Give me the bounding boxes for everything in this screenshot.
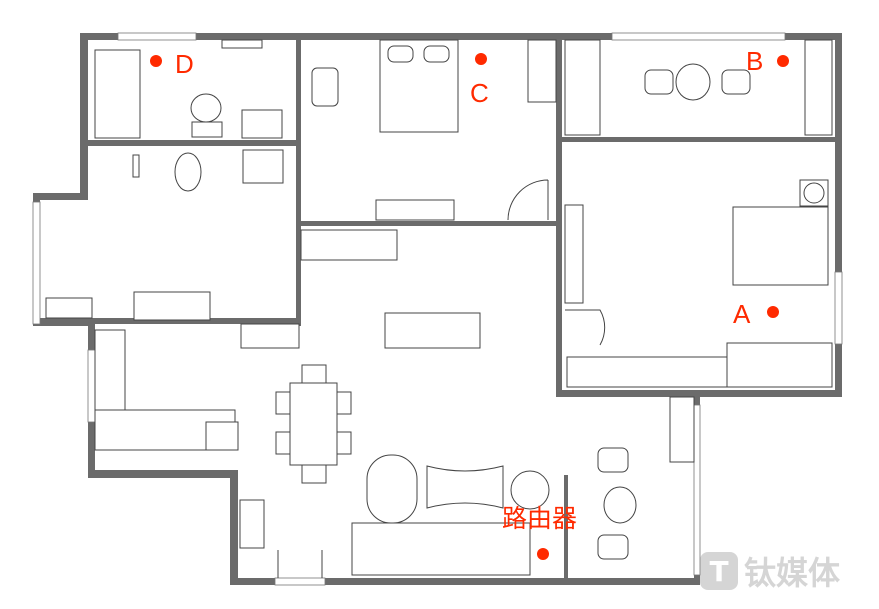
bedroom-c-furniture [311,39,557,221]
marker-a-dot [767,306,779,318]
router-dot [537,548,549,560]
bathroom-fixtures [94,39,284,192]
room-label-c: C [470,78,489,108]
room-label-d: D [175,49,194,79]
bedroom-b-furniture [564,39,833,136]
marker-b-dot [777,55,789,67]
watermark-text: 钛媒体 [744,554,841,592]
living-furniture [45,229,695,576]
room-label-b: B [746,46,764,76]
watermark: T 钛媒体 [700,548,840,594]
router-label: 路由器 [502,504,578,533]
marker-c-dot [475,53,487,65]
watermark-logo-icon: T [700,552,738,590]
marker-d-dot [150,55,162,67]
doors [277,179,606,578]
bedroom-a-furniture [564,179,833,388]
room-label-a: A [733,299,751,329]
